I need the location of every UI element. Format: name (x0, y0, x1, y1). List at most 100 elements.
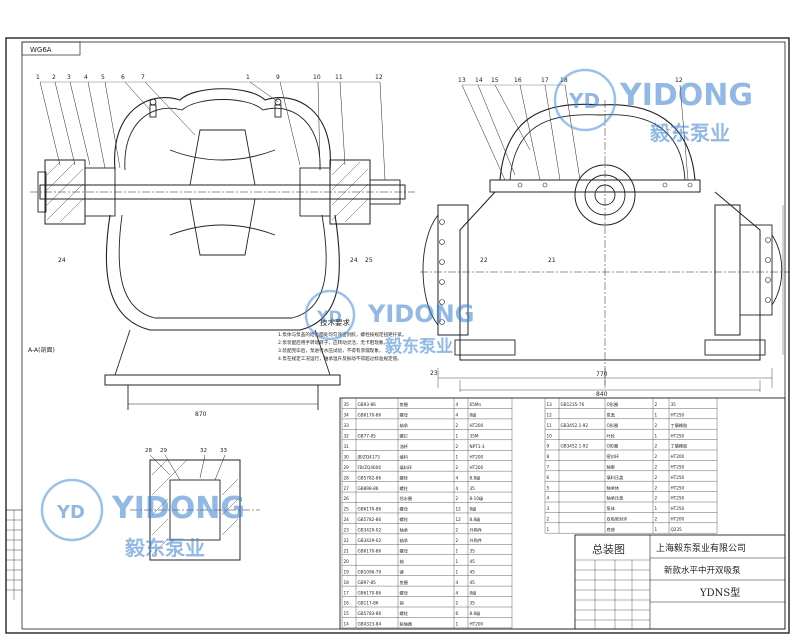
table-cell-no: 7 (547, 465, 550, 470)
table-cell-no: 18 (344, 580, 350, 585)
table-cell-qty: 4 (456, 580, 459, 585)
table-cell-no: 5 (547, 485, 550, 490)
table-cell-material: HT250 (671, 485, 685, 490)
table-cell-name: 轴承体 (607, 484, 620, 491)
table-cell-name: 螺钉 (400, 433, 409, 440)
table-cell-name: 螺柱 (400, 485, 409, 492)
table-cell-code: GB6170-86 (358, 507, 382, 512)
title-block: 总装图 上海毅东泵业有限公司 新款水平中开双吸泵 YDNS型 (574, 534, 786, 630)
table-cell-no: 29 (344, 465, 350, 470)
svg-text:11: 11 (335, 74, 343, 81)
table-cell-qty: 2 (456, 601, 459, 606)
table-cell-name: 螺栓 (400, 516, 409, 523)
table-cell-no: 2 (547, 517, 550, 522)
table-cell-code: GB6170-86 (358, 548, 382, 553)
table-cell-code: GB1235-76 (561, 402, 585, 407)
title-model: YDNS型 (699, 586, 740, 599)
table-cell-name: 螺母 (400, 506, 408, 513)
table-cell-material: HT200 (671, 454, 685, 459)
table-cell-name: 叶轮 (607, 432, 616, 439)
table-cell-no: 31 (344, 444, 350, 449)
table-cell-material: 8级 (470, 506, 478, 513)
table-cell-code: GB6170-86 (358, 413, 382, 418)
svg-text:毅东泵业: 毅东泵业 (124, 536, 205, 560)
tech-req-item: 3.装配完毕后，泵进行水压试验，不得有渗漏现象。 (278, 347, 383, 354)
table-cell-no: 13 (547, 402, 553, 407)
sectional-view-left (30, 81, 415, 410)
svg-text:21: 21 (548, 257, 556, 264)
svg-text:毅东泵业: 毅东泵业 (649, 121, 730, 145)
svg-text:YD: YD (56, 502, 85, 523)
table-cell-no: 8 (547, 454, 550, 459)
table-cell-no: 32 (344, 434, 350, 439)
table-cell-material: HT250 (671, 506, 685, 511)
svg-text:33: 33 (220, 448, 227, 454)
table-cell-qty: 2 (655, 517, 658, 522)
svg-text:16: 16 (514, 77, 522, 84)
table-cell-no: 24 (344, 517, 350, 522)
table-cell-no: 9 (547, 444, 550, 449)
table-cell-name: 轴套 (607, 464, 616, 471)
svg-text:6: 6 (121, 74, 125, 81)
table-cell-material: HT200 (470, 423, 484, 428)
table-cell-material: 外购件 (470, 537, 483, 544)
table-cell-no: 11 (547, 423, 553, 428)
table-cell-material: 外购件 (470, 527, 483, 534)
table-cell-name: 螺母 (400, 412, 408, 419)
title-company: 上海毅东泵业有限公司 (656, 542, 746, 554)
table-cell-material: 45 (470, 569, 476, 574)
table-cell-name: 垫圈 (400, 579, 408, 586)
svg-text:13: 13 (458, 77, 466, 84)
table-cell-no: 12 (547, 413, 553, 418)
table-cell-name: 双吸密封环 (607, 516, 628, 523)
table-cell-qty: 2 (456, 423, 459, 428)
table-cell-name: 密封环 (607, 453, 620, 460)
table-cell-qty: 1 (456, 559, 459, 564)
table-cell-no: 10 (547, 433, 553, 438)
table-cell-no: 28 (344, 475, 350, 480)
svg-text:29: 29 (160, 448, 167, 454)
svg-text:毅东泵业: 毅东泵业 (384, 336, 453, 357)
table-cell-no: 33 (344, 423, 350, 428)
table-cell-code: GB5782-86 (358, 517, 382, 522)
table-cell-no: 23 (344, 528, 350, 533)
svg-text:YIDONG: YIDONG (111, 491, 245, 526)
table-cell-no: 20 (344, 559, 350, 564)
table-cell-name: 销 (400, 600, 404, 607)
table-cell-material: 8.8级 (470, 474, 482, 481)
table-cell-qty: 2 (456, 465, 459, 470)
table-cell-material: HT200 (470, 465, 484, 470)
table-cell-name: 螺栓 (400, 474, 409, 481)
svg-text:22: 22 (480, 257, 488, 264)
table-cell-no: 27 (344, 486, 350, 491)
tech-req-title: 技术要求 (320, 317, 350, 327)
table-cell-material: HT250 (671, 496, 685, 501)
table-cell-qty: 1 (655, 527, 658, 532)
table-cell-no: 22 (344, 538, 350, 543)
table-cell-name: O形圈 (607, 422, 619, 429)
table-cell-material: 35 (470, 601, 476, 606)
table-cell-name: O形圈 (607, 401, 619, 408)
table-cell-qty: 2 (456, 444, 459, 449)
table-cell-qty: 2 (456, 528, 459, 533)
table-cell-qty: 1 (655, 506, 658, 511)
tech-req-item: 4.泵在规定工况运行，轴承温升及振动不得超过标准规定值。 (278, 355, 402, 362)
table-cell-qty: 12 (456, 517, 462, 522)
table-cell-material: 丁腈橡胶 (671, 443, 688, 450)
table-cell-material: HT250 (671, 475, 685, 480)
